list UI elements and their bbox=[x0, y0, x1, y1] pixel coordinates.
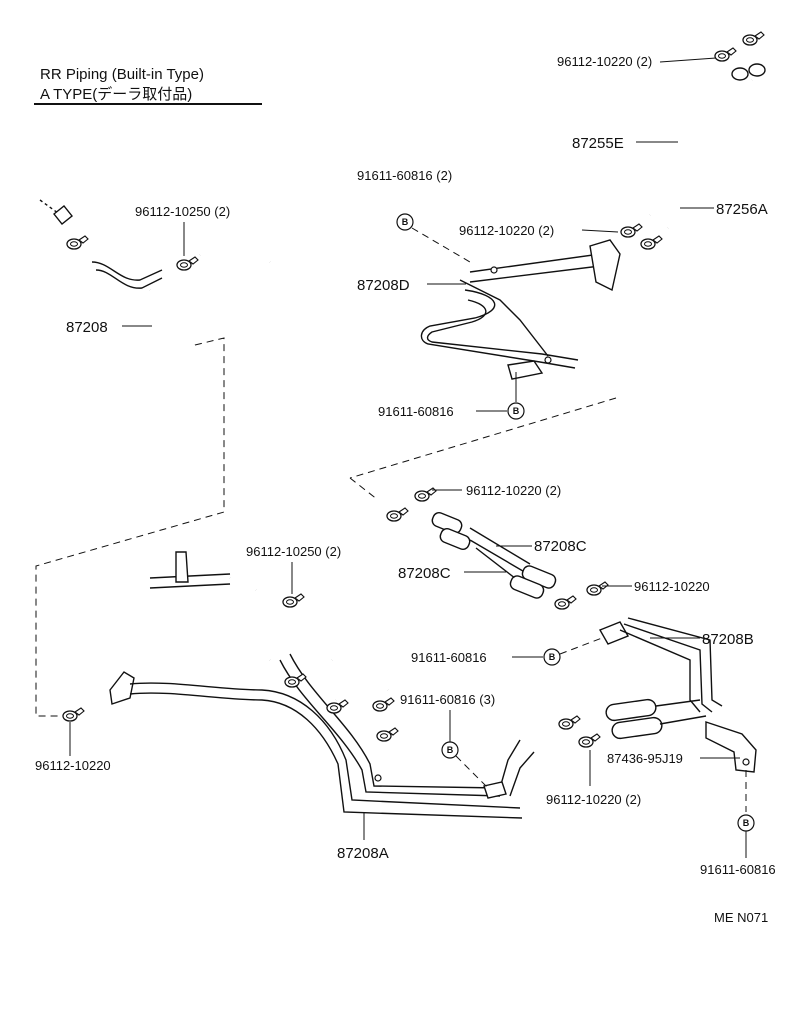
label-clamp-left-top: 96112-10250 (2) bbox=[135, 204, 230, 219]
label-87208b: 87208B bbox=[702, 631, 754, 648]
bolt-b-top: B bbox=[396, 213, 414, 231]
bolt-b-right-text: B bbox=[549, 652, 556, 662]
label-clamp-left-bottom: 96112-10220 bbox=[35, 758, 111, 773]
label-clamp-left-mid: 96112-10250 (2) bbox=[246, 544, 341, 559]
label-87208a: 87208A bbox=[337, 845, 389, 862]
diagram-code: ME N071 bbox=[714, 910, 768, 925]
label-87256a: 87256A bbox=[716, 201, 768, 218]
label-bolt-91611-top: 91611-60816 (2) bbox=[357, 168, 452, 183]
label-87208c-a: 87208C bbox=[534, 538, 587, 555]
hose-87208-group bbox=[39, 199, 275, 359]
dash-connector-d-to-c bbox=[349, 397, 617, 479]
dash-leader-bolt-b bbox=[559, 637, 603, 655]
bolt-b-right: B bbox=[543, 648, 561, 666]
bolt-b-center: B bbox=[441, 741, 459, 759]
dash-leader-bolt-center bbox=[455, 755, 491, 791]
label-87208c-b: 87208C bbox=[398, 565, 451, 582]
bolt-b-bottom-text: B bbox=[743, 818, 750, 828]
bolt-b-top-text: B bbox=[402, 217, 409, 227]
dash-connector-c-end bbox=[349, 477, 379, 501]
dash-connector-left bbox=[35, 337, 225, 717]
label-bolt-91611-3: 91611-60816 (3) bbox=[400, 692, 495, 707]
pipe-87208b-group bbox=[558, 617, 757, 773]
label-87255e: 87255E bbox=[572, 135, 624, 152]
label-87208d: 87208D bbox=[357, 277, 410, 294]
label-bolt-91611-bottom: 91611-60816 bbox=[700, 862, 776, 877]
label-clamp-top: 96112-10220 (2) bbox=[557, 54, 652, 69]
label-clamp-lower-right: 96112-10220 (2) bbox=[546, 792, 641, 807]
label-bolt-91611-mid: 91611-60816 bbox=[378, 404, 454, 419]
label-bracket-87436: 87436-95J19 bbox=[607, 751, 683, 766]
bolt-b-mid: B bbox=[507, 402, 525, 420]
label-clamp-right-c: 96112-10220 bbox=[634, 579, 710, 594]
title-block: RR Piping (Built-in Type) A TYPE(デーラ取付品) bbox=[34, 66, 262, 105]
title-line-2: A TYPE(デーラ取付品) bbox=[40, 85, 192, 103]
pipe-87208d bbox=[420, 239, 621, 380]
label-clamp-center: 96112-10220 (2) bbox=[466, 483, 561, 498]
label-clamp-mid: 96112-10220 (2) bbox=[459, 223, 554, 238]
hose-87255e-87256a-group bbox=[620, 31, 766, 250]
leader-clamp-top bbox=[659, 57, 717, 63]
bolt-b-mid-text: B bbox=[513, 406, 520, 416]
bolt-b-bottom: B bbox=[737, 814, 755, 832]
bolt-b-center-text: B bbox=[447, 745, 454, 755]
pipe-87208a-group bbox=[62, 551, 535, 819]
label-bolt-91611-b: 91611-60816 bbox=[411, 650, 487, 665]
label-87208: 87208 bbox=[66, 319, 108, 336]
leader-clamp-mid bbox=[581, 229, 619, 233]
title-line-1: RR Piping (Built-in Type) bbox=[40, 66, 204, 83]
